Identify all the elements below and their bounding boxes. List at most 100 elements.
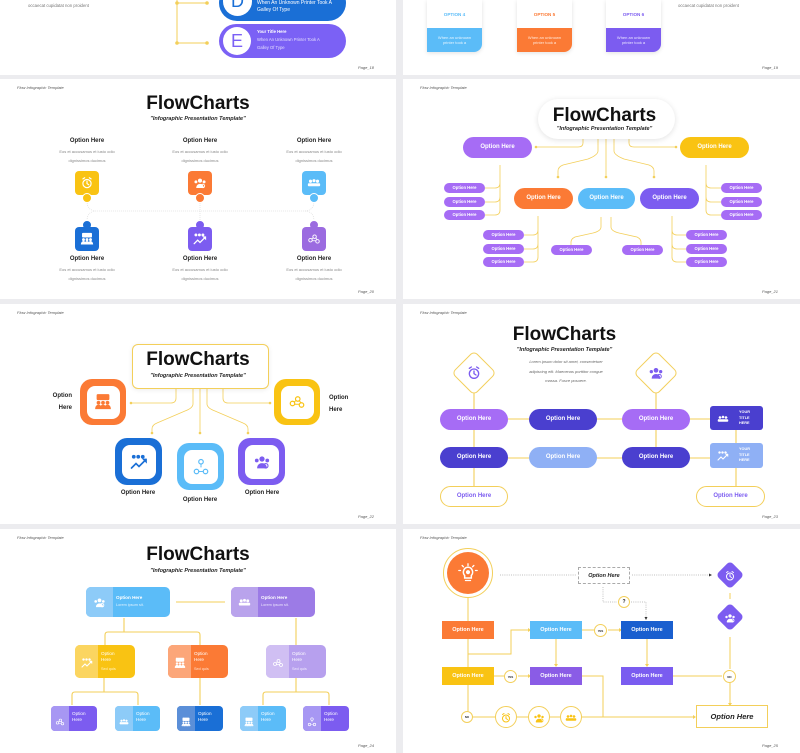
- sub-option: Option Here: [622, 245, 663, 255]
- sub-option: Option Here: [483, 230, 524, 240]
- org-chart-tile: [177, 443, 224, 490]
- team-search-tile: [238, 438, 285, 485]
- slide-header: Flow Infographic Template: [420, 310, 467, 315]
- item-d-desc-2: Galley Of Type: [257, 7, 290, 13]
- card-text: Lorem ipsum sit.: [116, 603, 144, 607]
- slide-page-18[interactable]: occaecat cupidatat non proident D When A…: [0, 0, 396, 75]
- item-title: Option Here: [69, 256, 105, 262]
- option-main-left: Option Here: [463, 137, 532, 158]
- sub-option: Option Here: [721, 197, 762, 207]
- option-6-label: OPTION 6: [606, 0, 661, 28]
- item-title: Option Here: [296, 138, 332, 144]
- item-desc: dignissimos ducimus: [181, 158, 219, 163]
- item-desc: dignissimos ducimus: [181, 276, 219, 281]
- team-search-tile: [188, 171, 212, 195]
- page-number: Page_20: [357, 289, 374, 294]
- sub-option: Option Here: [686, 230, 727, 240]
- slide-title: FlowCharts: [146, 349, 250, 370]
- connector-lines: [86, 200, 315, 222]
- page-number: Page_24: [357, 743, 374, 748]
- bottom-label: Option Here: [182, 497, 218, 503]
- card-title: Here: [324, 716, 334, 722]
- slide-page-21[interactable]: Flow Infographic Template FlowCharts "In…: [403, 79, 800, 299]
- sub-option: Option Here: [551, 245, 592, 255]
- page-number: Page_18: [357, 65, 374, 70]
- option-6-text: When an unknown printer took a: [606, 28, 661, 52]
- alarm-clock-icon: [80, 176, 94, 190]
- card-text: Sed quis: [101, 667, 116, 671]
- sub-option: Option Here: [686, 257, 727, 267]
- right-label-2: Here: [329, 407, 343, 413]
- card-title: Here: [261, 716, 271, 722]
- network-icon: [272, 656, 284, 668]
- question-badge: ?: [618, 596, 630, 608]
- title-box: [132, 344, 269, 389]
- slide-subtitle: "Infographic Presentation Template": [150, 568, 246, 574]
- team-search-icon: [253, 453, 271, 471]
- slide-header: Flow Infographic Template: [420, 535, 467, 540]
- box-text: YOUR: [739, 410, 750, 414]
- team-search-icon: [648, 365, 664, 381]
- option-middle-orange: Option Here: [514, 188, 573, 209]
- presentation-icon: [174, 656, 186, 668]
- title-bubble: [538, 99, 675, 139]
- card-title: Option: [136, 711, 150, 716]
- item-desc: dignissimos ducimus: [68, 276, 106, 281]
- org-chart-icon: [192, 458, 210, 476]
- connector-lines: [71, 601, 330, 705]
- network-icon: [288, 393, 306, 411]
- card-title: Here: [198, 716, 208, 722]
- option-4-text: When an unknown printer took a: [427, 28, 482, 52]
- option-pill: Option Here: [529, 447, 597, 468]
- page-number: Page_22: [357, 514, 374, 519]
- page-number: Page_25: [761, 743, 778, 748]
- sub-option: Option Here: [483, 244, 524, 254]
- card-title: Here: [72, 716, 82, 722]
- left-label-2: Here: [58, 405, 72, 411]
- connector-lines: [467, 573, 732, 719]
- slide-page-23[interactable]: Flow Infographic Template FlowCharts "In…: [403, 304, 800, 524]
- option-pill-outline: Option Here: [440, 486, 508, 507]
- card-text: Lorem ipsum sit.: [261, 603, 289, 607]
- growth-chart-icon: [193, 232, 207, 246]
- team-search-icon: [193, 176, 207, 190]
- page-number: Page_19: [761, 65, 778, 70]
- item-desc: Eos et accusamus et iusto odio: [59, 149, 115, 154]
- slide-page-19[interactable]: OPTION 4 When an unknown printer took a …: [403, 0, 800, 75]
- option-middle-blue: Option Here: [578, 188, 635, 209]
- item-desc: dignissimos ducimus: [295, 276, 333, 281]
- item-e-title: Your Title Here: [257, 29, 287, 34]
- item-desc: dignissimos ducimus: [295, 158, 333, 163]
- slide-header: Flow Infographic Template: [17, 310, 64, 315]
- option-5-card: OPTION 5 When an unknown printer took a: [517, 0, 572, 52]
- step-circle: [495, 706, 517, 728]
- slide-page-25[interactable]: Flow Infographic Template Option Here ? …: [403, 529, 800, 753]
- slide-page-24[interactable]: Flow Infographic Template FlowCharts "In…: [0, 529, 396, 753]
- card-title: Option Here: [261, 595, 288, 600]
- meeting-icon: [238, 596, 251, 609]
- item-e-desc-2: Galley Of Type: [257, 45, 285, 50]
- option-box: Option Here: [442, 667, 494, 685]
- box-text: TITLE: [739, 452, 750, 457]
- yes-badge: YES: [594, 624, 607, 637]
- option-card: Option Here Lorem ipsum sit.: [86, 587, 170, 617]
- node-dot: [309, 193, 319, 203]
- meeting-icon: [119, 714, 129, 724]
- card-title: Option Here: [116, 595, 143, 600]
- card-title: Option: [261, 711, 275, 716]
- item-title: Option Here: [69, 138, 105, 144]
- card-title: Option: [292, 651, 306, 656]
- item-title: Option Here: [182, 138, 218, 144]
- option-5-text: When an unknown printer took a: [517, 28, 572, 52]
- item-title: Option Here: [296, 256, 332, 262]
- slide-page-20[interactable]: Flow Infographic Template FlowCharts "In…: [0, 79, 396, 299]
- slide-page-22[interactable]: Flow Infographic Template FlowCharts "In…: [0, 304, 396, 524]
- alarm-clock-icon: [500, 711, 512, 723]
- body-text: occaecat cupidatat non proident: [678, 3, 739, 8]
- left-label-1: Option: [52, 393, 72, 399]
